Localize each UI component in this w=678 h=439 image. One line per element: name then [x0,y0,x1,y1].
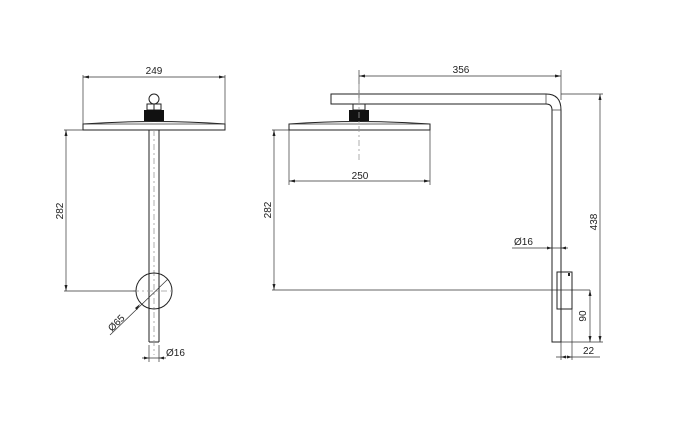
side-pipe-diameter-label: Ø16 [514,237,533,248]
flange-diameter-label: Ø65 [106,313,127,334]
side-head-drop-label: 282 [263,201,274,218]
bracket-height-label: 90 [578,310,589,322]
side-view: 356 250 282 Ø16 [263,65,603,360]
wall-offset-label: 22 [583,346,595,357]
arm-reach-label: 356 [453,65,470,76]
front-head-width-label: 249 [146,66,163,77]
total-height-label: 438 [589,213,600,230]
front-view: 249 282 Ø65 Ø16 [55,66,226,362]
front-pipe-diameter-label: Ø16 [166,348,185,359]
front-arm-height-label: 282 [55,202,66,219]
head-diameter-label: 250 [352,171,369,182]
